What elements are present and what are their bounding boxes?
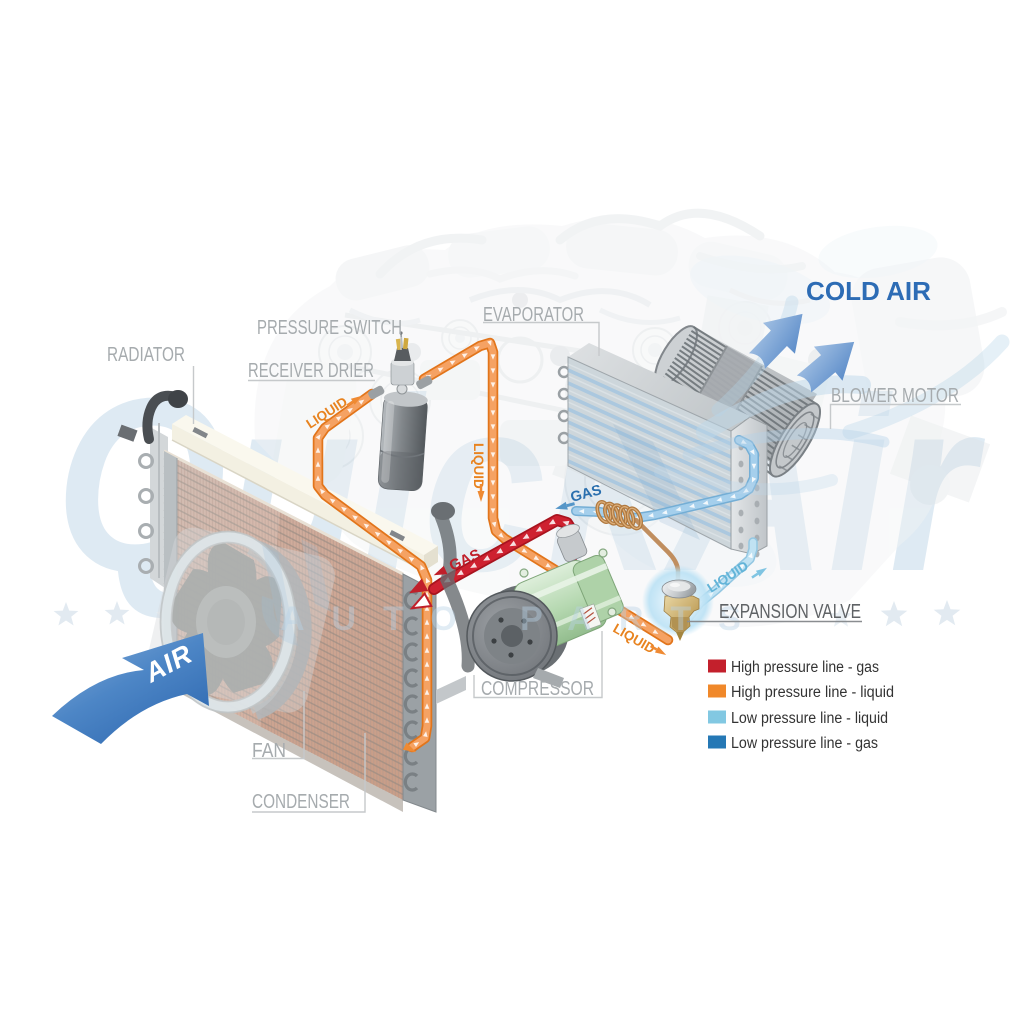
svg-text:LIQUID: LIQUID	[471, 443, 486, 489]
svg-text:COLD AIR: COLD AIR	[806, 276, 931, 306]
svg-text:EXPANSION VALVE: EXPANSION VALVE	[719, 601, 861, 623]
svg-text:COMPRESSOR: COMPRESSOR	[481, 678, 594, 700]
svg-text:Low pressure line - gas: Low pressure line - gas	[731, 735, 878, 752]
svg-text:EVAPORATOR: EVAPORATOR	[483, 304, 584, 326]
svg-text:Low pressure line - liquid: Low pressure line - liquid	[731, 710, 888, 727]
svg-text:RECEIVER DRIER: RECEIVER DRIER	[248, 360, 374, 382]
svg-text:GAS: GAS	[569, 482, 604, 506]
svg-text:FAN: FAN	[252, 740, 286, 762]
svg-text:AUTO PARTS: AUTO PARTS	[280, 600, 768, 638]
svg-text:High pressure line - gas: High pressure line - gas	[731, 659, 879, 676]
svg-text:High pressure line - liquid: High pressure line - liquid	[731, 684, 894, 701]
svg-text:RADIATOR: RADIATOR	[107, 344, 185, 366]
svg-text:PRESSURE SWITCH: PRESSURE SWITCH	[257, 317, 402, 339]
svg-text:CONDENSER: CONDENSER	[252, 791, 350, 813]
svg-text:BLOWER MOTOR: BLOWER MOTOR	[831, 385, 959, 407]
